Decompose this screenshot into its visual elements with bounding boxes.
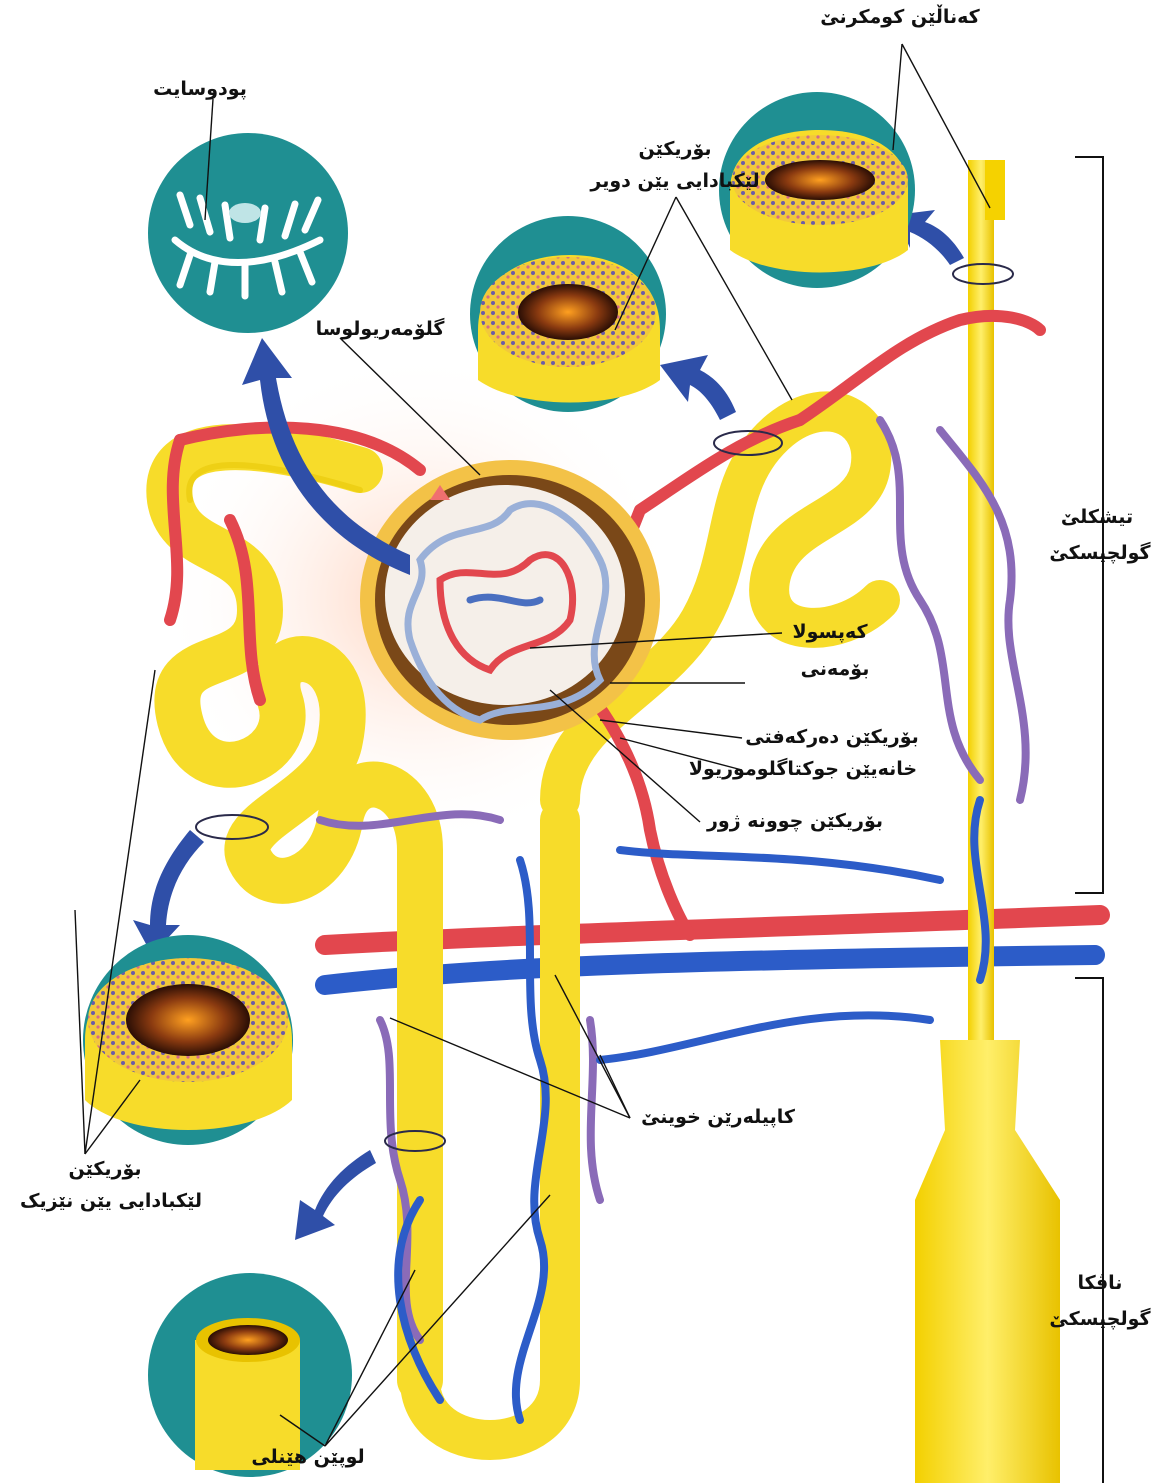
- label-podocyte: پودوسایت: [140, 78, 260, 102]
- label-cortex-line2: گولچیسکێ: [1035, 542, 1165, 566]
- label-efferent-arteriole: بۆریکێن چوونە ژور: [700, 810, 890, 834]
- inset-distal: [470, 216, 666, 412]
- medulla-bracket: [1075, 978, 1103, 1483]
- label-medulla-line1: ناڤکا: [1050, 1272, 1150, 1296]
- arrow-distal: [660, 355, 736, 420]
- label-juxtaglomerular-cells: خانەیێن جوکتاگلوموریولا: [678, 758, 928, 782]
- label-cortex-line1: تیشکلێ: [1042, 506, 1152, 530]
- label-medulla-line2: گولچیسکێ: [1035, 1308, 1165, 1332]
- label-proximal-tubule-line2: لێکبادایی یێن نێزیک: [2, 1190, 220, 1214]
- label-distal-tubule-line2: لێکبادایی یێن دویر: [560, 170, 790, 194]
- arrow-henle: [295, 1150, 376, 1240]
- label-capillaries: کاپیلەرێن خوینێ: [628, 1106, 808, 1130]
- label-proximal-tubule-line1: بۆریکێن: [50, 1158, 160, 1182]
- label-bowman-line2: بۆمەنی: [800, 658, 870, 682]
- label-loop-of-henle: لوپێن هێنلی: [238, 1446, 378, 1470]
- label-distal-tubule-line1: بۆریکێن: [580, 138, 770, 162]
- renal-corpuscle: [360, 460, 660, 740]
- label-collecting-duct: کەناڵێن کومکرنێ: [800, 6, 1000, 30]
- label-afferent-arteriole: بۆریکێن دەرکەفتی: [732, 726, 932, 750]
- inset-podocyte: [148, 133, 348, 333]
- label-glomerulus: گلۆمەریولوسا: [305, 318, 455, 342]
- collecting-duct: [915, 160, 1060, 1483]
- label-bowman-line1: کەپسولا: [780, 621, 880, 645]
